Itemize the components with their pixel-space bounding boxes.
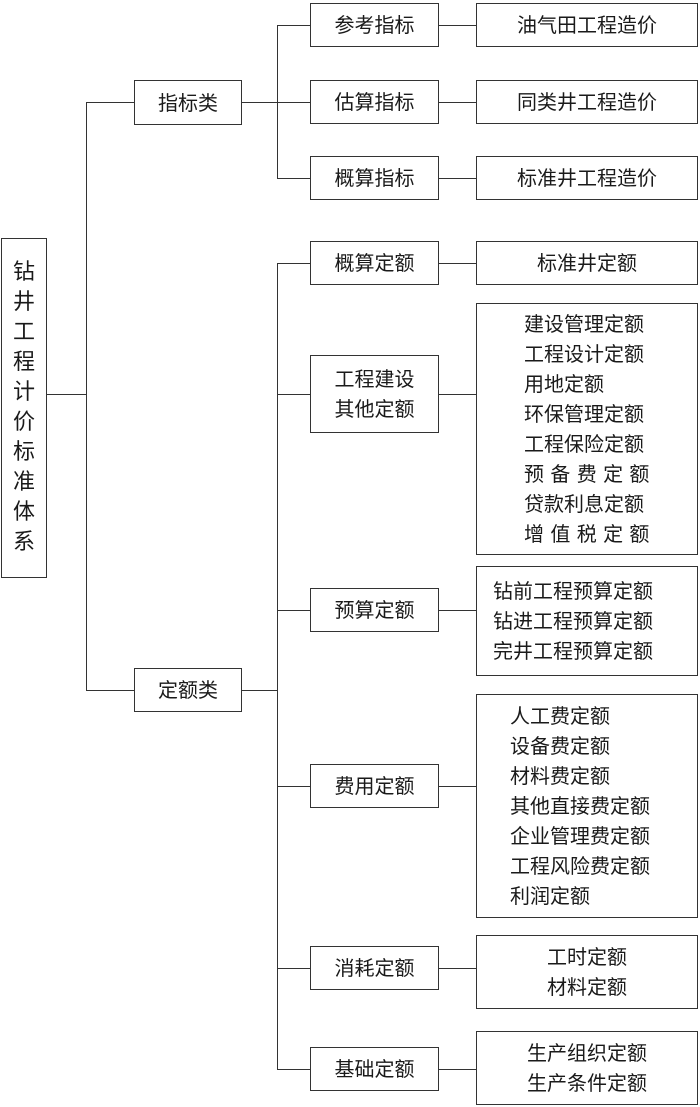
detail-line: 环保管理定额 [524, 402, 644, 426]
root-char: 程 [12, 350, 35, 375]
quota-item-consumption: 消耗定额 [310, 946, 439, 990]
quota-trunk [277, 263, 278, 1070]
root-trunk [86, 102, 87, 691]
detail-line: 钻前工程预算定额 [493, 579, 653, 603]
quota-item-budget: 预算定额 [310, 588, 439, 632]
detail-line: 钻进工程预算定额 [493, 609, 653, 633]
detail-line: 预 备 费 定 额 [524, 462, 650, 486]
link-1 [439, 25, 476, 26]
to-indicator-connector [86, 102, 134, 103]
quota-branch-6 [277, 1069, 310, 1070]
root-char: 工 [12, 320, 35, 345]
indicator-branch-2 [277, 102, 310, 103]
indicator-item-reference: 参考指标 [310, 3, 439, 47]
indicator-branch-1 [277, 25, 310, 26]
indicator-item-budget-estimate: 概算指标 [310, 156, 439, 200]
detail-line: 其他直接费定额 [510, 794, 650, 818]
root-char: 计 [12, 380, 35, 405]
quota-branch-4 [277, 786, 310, 787]
detail-line: 企业管理费定额 [510, 824, 650, 848]
root-char: 体 [12, 500, 35, 525]
detail-line: 利润定额 [510, 884, 590, 908]
quota-out-connector [242, 690, 277, 691]
to-quota-connector [86, 690, 134, 691]
indicator-detail-reference: 油气田工程造价 [476, 3, 698, 47]
detail-line: 人工费定额 [510, 704, 610, 728]
link-7 [439, 786, 476, 787]
detail-line: 材料费定额 [510, 764, 610, 788]
detail-line: 材料定额 [547, 975, 627, 999]
indicator-detail-budget-estimate: 标准井工程造价 [476, 156, 698, 200]
root-char: 准 [12, 470, 35, 495]
quota-branch-2 [277, 394, 310, 395]
category-indicator: 指标类 [134, 80, 242, 125]
root-char: 钻 [12, 260, 35, 285]
detail-line: 设备费定额 [510, 734, 610, 758]
category-quota: 定额类 [134, 668, 242, 712]
quota-branch-3 [277, 610, 310, 611]
quota-detail-budget: 钻前工程预算定额 钻进工程预算定额 完井工程预算定额 [476, 566, 698, 676]
root-char: 系 [12, 530, 35, 555]
detail-line: 工程保险定额 [524, 432, 644, 456]
link-2 [439, 102, 476, 103]
detail-line: 生产组织定额 [527, 1041, 647, 1065]
quota-branch-1 [277, 263, 310, 264]
quota-item-label-line: 工程建设 [334, 367, 415, 391]
link-8 [439, 968, 476, 969]
detail-line: 用地定额 [524, 372, 604, 396]
root-connector [47, 394, 86, 395]
detail-line: 工程设计定额 [524, 342, 644, 366]
indicator-detail-estimate: 同类井工程造价 [476, 80, 698, 124]
link-4 [439, 263, 476, 264]
quota-branch-5 [277, 968, 310, 969]
root-char: 价 [12, 410, 35, 435]
link-5 [439, 394, 476, 395]
indicator-out-connector [242, 102, 277, 103]
link-3 [439, 178, 476, 179]
quota-detail-other-construction: 建设管理定额 工程设计定额 用地定额 环保管理定额 工程保险定额 预 备 费 定… [476, 303, 698, 555]
detail-line: 工程风险费定额 [510, 854, 650, 878]
quota-detail-consumption: 工时定额 材料定额 [476, 935, 698, 1009]
detail-line: 贷款利息定额 [524, 492, 644, 516]
quota-item-cost: 费用定额 [310, 764, 439, 808]
root-char: 井 [12, 290, 35, 315]
root-node: 钻 井 工 程 计 价 标 准 体 系 [1, 238, 47, 578]
root-char: 标 [12, 440, 35, 465]
quota-item-label-line: 其他定额 [334, 397, 415, 421]
quota-detail-standard-well: 标准井定额 [476, 241, 698, 285]
detail-line: 增 值 税 定 额 [524, 522, 650, 546]
indicator-branch-3 [277, 178, 310, 179]
detail-line: 完井工程预算定额 [493, 639, 653, 663]
link-6 [439, 610, 476, 611]
quota-item-other-construction: 工程建设 其他定额 [310, 355, 439, 433]
detail-line: 工时定额 [547, 945, 627, 969]
quota-detail-basic: 生产组织定额 生产条件定额 [476, 1031, 698, 1105]
quota-item-basic: 基础定额 [310, 1047, 439, 1091]
indicator-item-estimate: 估算指标 [310, 80, 439, 124]
quota-detail-cost: 人工费定额 设备费定额 材料费定额 其他直接费定额 企业管理费定额 工程风险费定… [476, 694, 698, 918]
link-9 [439, 1069, 476, 1070]
quota-item-budget-estimate: 概算定额 [310, 241, 439, 285]
detail-line: 生产条件定额 [527, 1071, 647, 1095]
detail-line: 建设管理定额 [524, 312, 644, 336]
